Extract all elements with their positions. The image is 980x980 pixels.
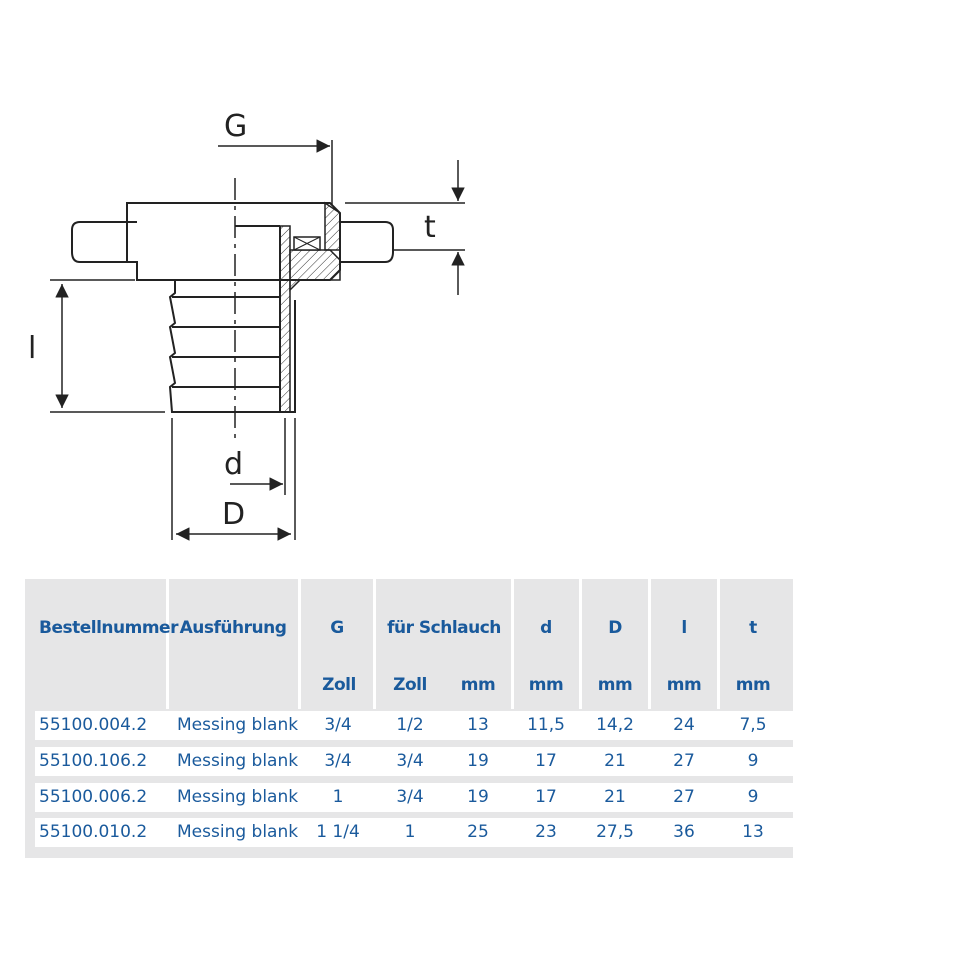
cell-t: 13	[742, 822, 764, 842]
unit-l: mm	[666, 675, 702, 695]
cell-ausfuehrung: Messing blank	[177, 787, 299, 807]
cell-l: 36	[673, 822, 695, 842]
cell-d: 11,5	[527, 715, 565, 735]
cell-bestellnummer: 55100.010.2	[39, 822, 148, 842]
section-hatching	[279, 201, 341, 413]
cell-g: 3/4	[324, 751, 352, 771]
cell-ausfuehrung: Messing blank	[177, 822, 299, 842]
cell-D: 21	[604, 787, 626, 807]
unit-schlauch-zoll: Zoll	[393, 675, 427, 695]
cell-schlauch-zoll: 3/4	[396, 787, 424, 807]
fitting-outline	[71, 202, 394, 413]
cell-t: 7,5	[739, 715, 767, 735]
cell-d: 17	[535, 787, 557, 807]
cell-t: 9	[747, 787, 759, 807]
cell-d: 17	[535, 751, 557, 771]
table-row	[35, 747, 807, 776]
header-l: l	[681, 618, 687, 638]
label-d-small: d	[224, 447, 243, 482]
cell-bestellnummer: 55100.006.2	[39, 787, 148, 807]
table-row	[35, 783, 807, 812]
unit-schlauch-mm: mm	[460, 675, 496, 695]
header-fuer-schlauch: für Schlauch	[387, 618, 501, 638]
cell-l: 27	[673, 751, 695, 771]
label-d-large: D	[222, 497, 245, 532]
cell-ausfuehrung: Messing blank	[177, 715, 299, 735]
unit-g: Zoll	[322, 675, 356, 695]
cell-d: 23	[535, 822, 557, 842]
table-row	[35, 818, 807, 847]
header-d: d	[540, 618, 552, 638]
cell-schlauch-mm: 19	[467, 787, 489, 807]
cell-schlauch-mm: 13	[467, 715, 489, 735]
cell-bestellnummer: 55100.004.2	[39, 715, 148, 735]
cell-D: 27,5	[596, 822, 634, 842]
header-bestellnummer: Bestellnummer	[39, 618, 178, 638]
technical-drawing: G t l d D	[28, 109, 465, 541]
unit-D: mm	[597, 675, 633, 695]
spec-table: Bestellnummer Ausführung G für Schlauch …	[25, 579, 807, 858]
cell-ausfuehrung: Messing blank	[177, 751, 299, 771]
cell-D: 14,2	[596, 715, 634, 735]
cell-l: 24	[673, 715, 695, 735]
cell-l: 27	[673, 787, 695, 807]
cell-schlauch-zoll: 3/4	[396, 751, 424, 771]
cell-schlauch-zoll: 1	[404, 822, 416, 842]
cell-schlauch-mm: 25	[467, 822, 489, 842]
unit-d: mm	[528, 675, 564, 695]
unit-t: mm	[735, 675, 771, 695]
cell-g: 3/4	[324, 715, 352, 735]
header-ausfuehrung: Ausführung	[179, 618, 287, 638]
cell-schlauch-zoll: 1/2	[396, 715, 424, 735]
dimension-lines	[50, 139, 465, 541]
cell-D: 21	[604, 751, 626, 771]
label-g: G	[224, 109, 247, 144]
label-l: l	[28, 331, 36, 366]
cell-g: 1	[332, 787, 344, 807]
header-t: t	[749, 618, 757, 638]
table-row	[35, 711, 807, 740]
cell-schlauch-mm: 19	[467, 751, 489, 771]
label-t: t	[424, 210, 436, 245]
cell-t: 9	[747, 751, 759, 771]
header-g: G	[330, 618, 344, 638]
cell-g: 1 1/4	[316, 822, 360, 842]
header-D: D	[608, 618, 622, 638]
cell-bestellnummer: 55100.106.2	[39, 751, 148, 771]
